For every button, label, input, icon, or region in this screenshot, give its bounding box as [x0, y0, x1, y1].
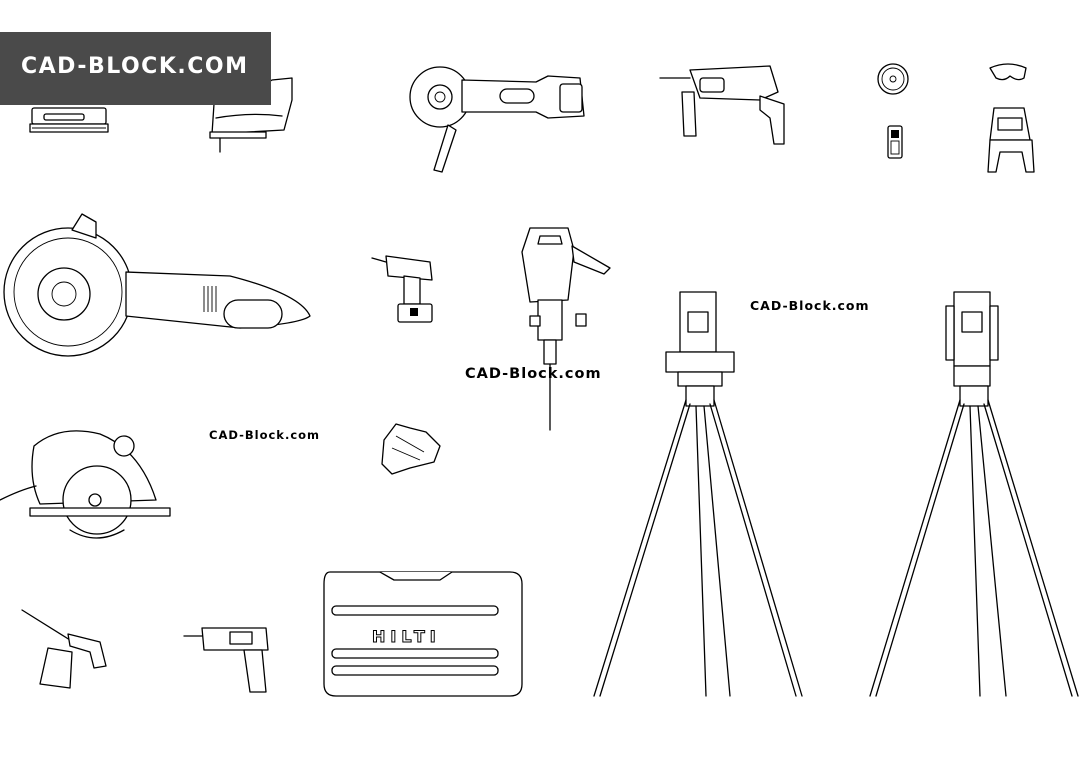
hilti-tool-case-drawing: [323, 571, 523, 697]
saw-blade-drawing: [877, 63, 909, 95]
watermark-text: CAD-Block.com: [465, 366, 602, 382]
site-banner: CAD-BLOCK.COM: [0, 32, 271, 105]
watermark-text: CAD-Block.com: [209, 428, 321, 442]
demolition-hammer-drawing: [521, 227, 611, 431]
safety-glasses-drawing: [989, 63, 1027, 81]
rotary-hammer-drill-drawing: [659, 65, 785, 145]
angle-grinder-drawing: [409, 66, 585, 173]
toolcase-brand-label: HILTI: [372, 627, 441, 647]
large-angle-grinder-drawing: [3, 213, 311, 357]
corded-drill-drawing: [183, 627, 269, 693]
cordless-drill-drawing: [371, 255, 433, 323]
orbital-sander-drawing: [29, 107, 109, 133]
total-station-tripod-drawing: [593, 291, 803, 697]
watermark-text: CAD-Block.com: [750, 298, 870, 313]
mobile-phone-drawing: [887, 125, 903, 159]
circular-saw-drawing: [0, 430, 171, 539]
jigsaw-drawing: [209, 77, 293, 153]
work-gloves-drawing: [381, 423, 441, 475]
cross-line-laser-drawing: [987, 107, 1035, 173]
robotic-total-station-tripod-drawing: [869, 291, 1079, 697]
spray-gun-drawing: [21, 609, 107, 689]
banner-logo-text: CAD-BLOCK.COM: [21, 54, 249, 79]
